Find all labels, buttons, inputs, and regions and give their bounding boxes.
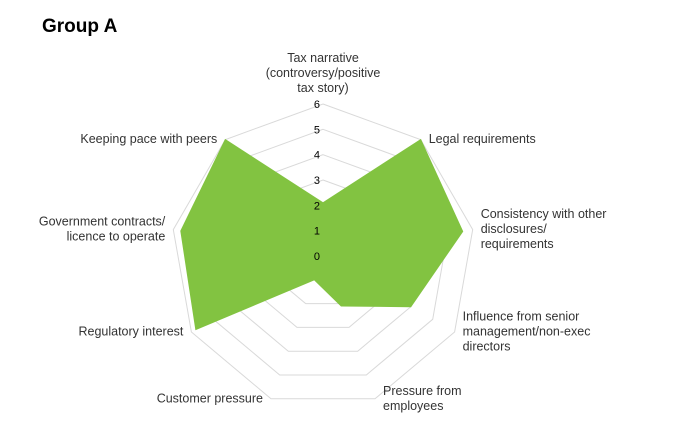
tick-label-0: 0 <box>314 251 320 263</box>
category-label-9: Keeping pace with peers <box>80 132 217 146</box>
tick-label-3: 3 <box>314 175 320 187</box>
category-label-6: Customer pressure <box>157 391 263 405</box>
category-label-2: Legal requirements <box>429 132 536 146</box>
area-layer <box>180 138 464 331</box>
tick-label-2: 2 <box>314 200 320 212</box>
category-label-7: Regulatory interest <box>78 325 183 339</box>
chart-title: Group A <box>42 16 118 37</box>
tick-label-1: 1 <box>314 226 320 238</box>
grid-ring-6 <box>172 103 474 400</box>
data-area <box>180 138 464 331</box>
tick-label-6: 6 <box>314 99 320 111</box>
tick-layer: 0 1 2 3 4 5 6 <box>314 99 320 263</box>
category-label-8: Government contracts/licence to operate <box>39 215 166 244</box>
tick-label-4: 4 <box>314 150 320 162</box>
tick-label-5: 5 <box>314 124 320 136</box>
